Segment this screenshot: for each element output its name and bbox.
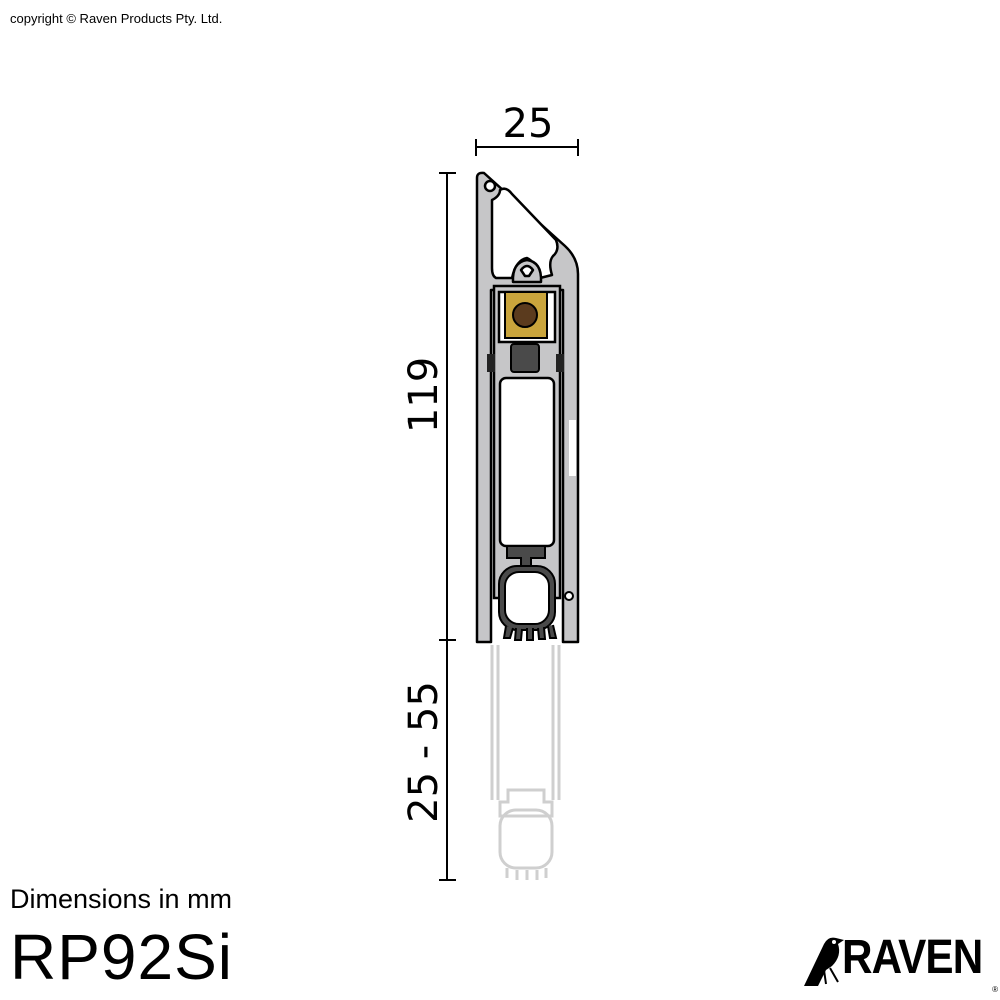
width-dimension-label: 25 [503, 101, 554, 147]
height-dimension [439, 172, 456, 881]
left-nub [487, 354, 495, 372]
width-dimension [475, 139, 579, 156]
registered-mark: ® [992, 985, 998, 994]
logo-text: RAVEN [842, 931, 983, 984]
copyright-text: copyright © Raven Products Pty. Ltd. [10, 11, 223, 26]
raven-logo: RAVEN ® [802, 928, 998, 994]
extended-seal-ghost [490, 645, 561, 880]
housing-slot [569, 420, 576, 476]
raven-bird-icon [804, 937, 844, 986]
pin [512, 302, 538, 328]
drop-seal [498, 545, 558, 641]
drop-range-label: 25 - 55 [401, 681, 447, 823]
dimensions-note: Dimensions in mm [10, 884, 233, 914]
height-dimension-label: 119 [401, 357, 447, 433]
housing-hole [564, 591, 574, 601]
actuator-block [510, 343, 540, 373]
model-name: RP92Si [10, 921, 233, 993]
right-nub [556, 354, 564, 372]
